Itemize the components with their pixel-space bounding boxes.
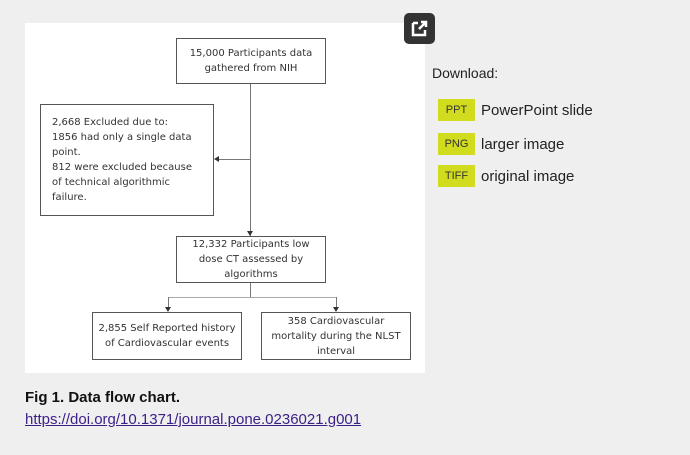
- flow-box-history: 2,855 Self Reported history of Cardiovas…: [92, 312, 242, 360]
- doi-link[interactable]: https://doi.org/10.1371/journal.pone.023…: [25, 411, 362, 428]
- flow-box-assessed: 12,332 Participants low dose CT assessed…: [176, 236, 326, 283]
- download-tiff[interactable]: TIFF original image: [438, 165, 574, 187]
- flow-box-text: 12,332 Participants low dose CT assessed…: [192, 239, 310, 280]
- download-heading: Download:: [432, 65, 499, 81]
- download-ppt[interactable]: PPT PowerPoint slide: [438, 99, 593, 121]
- connector-line: [336, 297, 337, 309]
- download-label[interactable]: larger image: [481, 135, 565, 153]
- tiff-badge[interactable]: TIFF: [438, 165, 475, 187]
- connector-line: [250, 84, 251, 236]
- expand-figure-button[interactable]: [404, 13, 435, 44]
- excluded-line: 2,668 Excluded due to:: [52, 117, 168, 128]
- arrow-icon: [247, 231, 253, 236]
- flow-box-text: 2,668 Excluded due to: 1856 had only a s…: [52, 115, 202, 205]
- external-link-icon: [411, 20, 428, 37]
- figure-image[interactable]: 15,000 Participants data gathered from N…: [25, 23, 425, 373]
- arrow-icon: [333, 307, 339, 312]
- flow-box-excluded: 2,668 Excluded due to: 1856 had only a s…: [40, 104, 214, 216]
- ppt-badge[interactable]: PPT: [438, 99, 475, 121]
- flow-box-text: 2,855 Self Reported history of Cardiovas…: [98, 323, 236, 349]
- connector-line: [250, 283, 251, 297]
- download-label[interactable]: PowerPoint slide: [481, 101, 593, 119]
- excluded-line: 812 were excluded because of technical a…: [52, 162, 193, 203]
- flow-box-start: 15,000 Participants data gathered from N…: [176, 38, 326, 84]
- flow-box-text: 15,000 Participants data gathered from N…: [189, 48, 313, 74]
- download-png[interactable]: PNG larger image: [438, 133, 564, 155]
- excluded-line: 1856 had only a single data point.: [52, 132, 192, 158]
- flow-box-text: 358 Cardiovascular mortality during the …: [271, 315, 401, 357]
- arrow-icon: [214, 156, 219, 162]
- connector-line: [168, 297, 169, 309]
- connector-line: [217, 159, 250, 160]
- connector-line: [168, 297, 337, 298]
- download-label[interactable]: original image: [481, 167, 575, 185]
- png-badge[interactable]: PNG: [438, 133, 475, 155]
- arrow-icon: [165, 307, 171, 312]
- figure-caption: Fig 1. Data flow chart.: [25, 389, 181, 406]
- flow-box-mortality: 358 Cardiovascular mortality during the …: [261, 312, 411, 360]
